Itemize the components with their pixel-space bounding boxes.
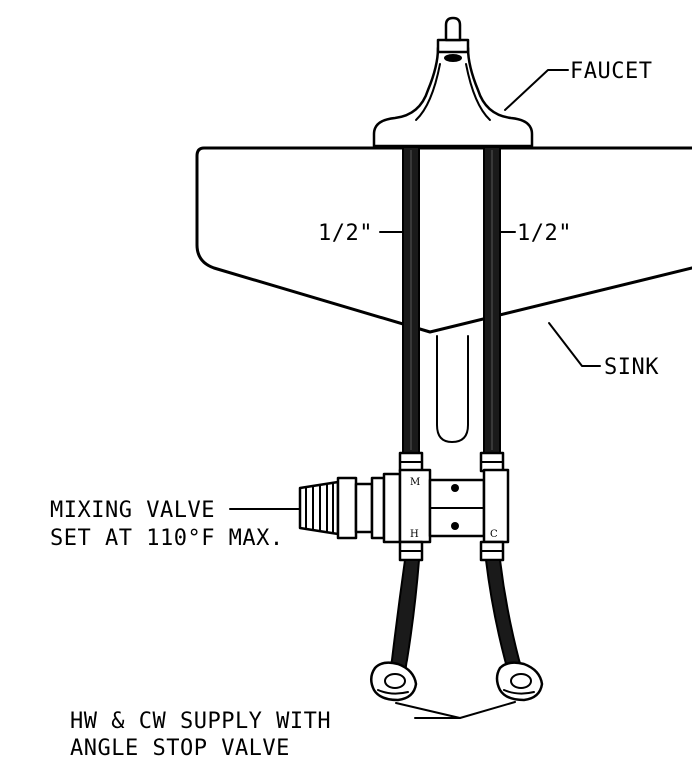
fitting-right-bottom bbox=[479, 540, 505, 562]
label-sink: SINK bbox=[604, 355, 659, 380]
leader-supply bbox=[395, 701, 516, 719]
valve-marking-m: M bbox=[410, 477, 420, 488]
label-pipe-size-left: 1/2" bbox=[318, 221, 373, 246]
supply-hose-hot bbox=[389, 559, 421, 681]
valve-marking-c: C bbox=[490, 529, 498, 540]
angle-stop-valve-hot bbox=[370, 661, 418, 702]
label-supply-line2: ANGLE STOP VALVE bbox=[70, 736, 290, 761]
angle-stop-valve-cold bbox=[495, 661, 544, 702]
fitting-right-top bbox=[479, 451, 505, 473]
leader-faucet bbox=[504, 69, 569, 111]
label-mixing-valve-line1: MIXING VALVE bbox=[50, 498, 215, 523]
label-faucet: FAUCET bbox=[570, 59, 652, 84]
supply-riser-left bbox=[402, 146, 420, 454]
label-pipe-size-right: 1/2" bbox=[517, 221, 572, 246]
faucet bbox=[372, 16, 534, 148]
valve-marking-h: H bbox=[410, 529, 419, 540]
fitting-left-top bbox=[398, 451, 424, 473]
fitting-left-bottom bbox=[398, 540, 424, 562]
supply-riser-right bbox=[483, 146, 501, 454]
label-supply-line1: HW & CW SUPPLY WITH bbox=[70, 709, 331, 734]
leader-sink bbox=[548, 322, 601, 367]
sink bbox=[195, 146, 692, 443]
label-mixing-valve-line2: SET AT 110°F MAX. bbox=[50, 526, 284, 551]
mixing-valve bbox=[298, 468, 510, 544]
